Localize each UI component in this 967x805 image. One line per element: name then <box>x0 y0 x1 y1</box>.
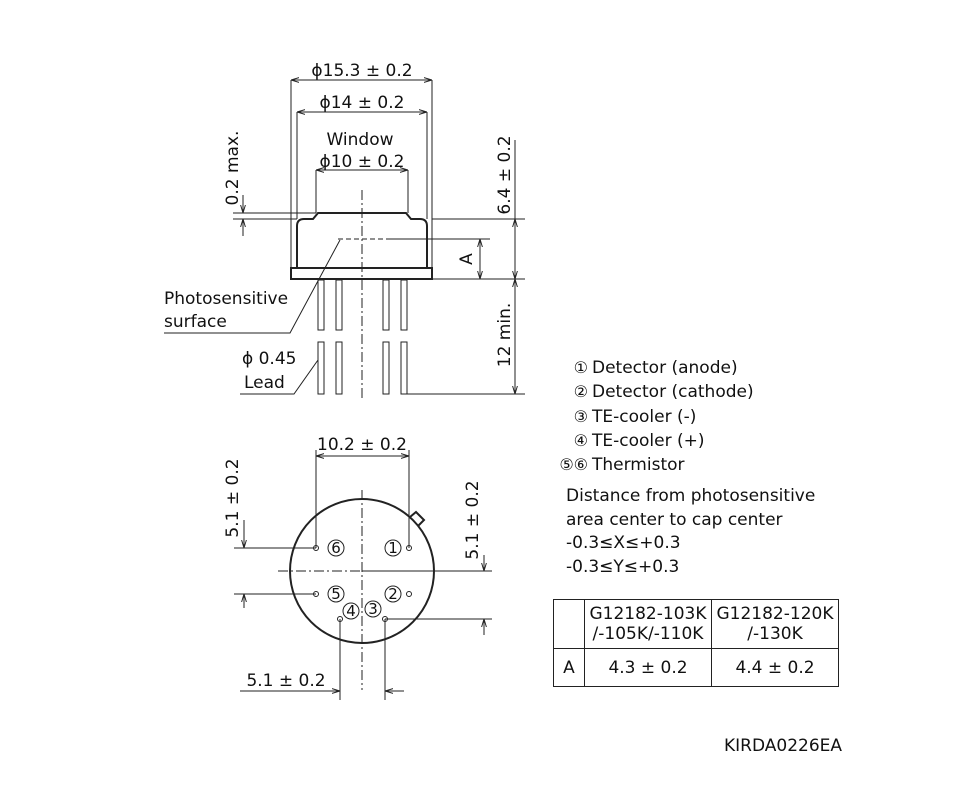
dim-left-vertical-text: 5.1 ± 0.2 <box>223 458 243 537</box>
lead-leader <box>240 359 319 395</box>
lead <box>317 279 325 331</box>
legend-number: ③ <box>573 406 588 426</box>
row-label-cell: A <box>553 648 585 687</box>
legend-number: ④ <box>573 430 588 450</box>
dim-a-text: A <box>457 253 477 265</box>
dim-height-text: 6.4 ± 0.2 <box>495 135 515 214</box>
dim-bottom-text: 5.1 ± 0.2 <box>246 671 325 691</box>
legend-number: ① <box>573 358 588 377</box>
pin-number: 4 <box>346 602 356 620</box>
side-view: ϕ15.3 ± 0.2 ϕ14 ± 0.2 Window ϕ10 ± 0.2 0… <box>164 61 525 400</box>
legend-label: Thermistor <box>592 455 685 476</box>
pin-number: 3 <box>368 600 378 618</box>
note-line: -0.3≤Y≤+0.3 <box>566 556 680 577</box>
index-tab <box>409 510 426 527</box>
photosensitive-label-2: surface <box>164 312 227 332</box>
dim-lead-length-text: 12 min. <box>495 303 515 368</box>
legend-number: ② <box>573 382 588 402</box>
note-line: Distance from photosensitive <box>566 486 816 506</box>
dim-window-text: ϕ10 ± 0.2 <box>320 152 405 172</box>
note-line: -0.3≤X≤+0.3 <box>566 533 681 553</box>
cap-outline <box>296 212 428 268</box>
legend-label: Detector (anode) <box>592 358 738 378</box>
table-header-cell: G12182-120K/-130K <box>711 599 839 649</box>
dim-window-height-text: 0.2 max. <box>223 131 243 206</box>
header-line: G12182-103K <box>589 604 707 624</box>
table-row: A 4.3 ± 0.2 4.4 ± 0.2 <box>553 648 839 687</box>
lead <box>382 341 390 395</box>
lead <box>382 279 390 331</box>
tolerance-note: Distance from photosensitive area center… <box>566 485 815 579</box>
base-flange <box>290 267 433 280</box>
pin-numbers: 1 2 3 4 5 6 <box>327 539 402 620</box>
dimension-a-table: G12182-103K/-105K/-110K G12182-120K/-130… <box>553 599 839 687</box>
photosensitive-label: Photosensitive <box>164 289 288 309</box>
lead <box>335 341 343 395</box>
photosensitive-leader <box>164 239 341 334</box>
legend-label: TE-cooler (-) <box>592 406 697 427</box>
table-header-cell: G12182-103K/-105K/-110K <box>584 599 712 649</box>
pin-number: 2 <box>388 585 398 603</box>
dim-cap-text: ϕ14 ± 0.2 <box>320 93 405 113</box>
lead <box>400 341 408 395</box>
lead <box>400 279 408 331</box>
pin-number: 1 <box>388 539 398 557</box>
dim-width-text: 10.2 ± 0.2 <box>317 435 407 455</box>
header-line: G12182-120K <box>716 604 834 624</box>
table-corner-cell <box>553 599 585 649</box>
pin-number: 6 <box>331 539 341 557</box>
lead-label: Lead <box>244 373 285 393</box>
leads <box>317 279 408 395</box>
legend-label: Detector (cathode) <box>592 382 754 403</box>
table-cell: 4.3 ± 0.2 <box>584 648 712 687</box>
window-label: Window <box>326 130 393 150</box>
bottom-view: 1 2 3 4 5 6 10.2 ± 0.2 5.1 ± 0.2 5.1 ± 0… <box>223 435 492 700</box>
header-line: /-105K/-110K <box>592 624 704 644</box>
legend-number: ⑤⑥ <box>559 455 588 475</box>
pin-hole <box>406 591 412 597</box>
table-cell: 4.4 ± 0.2 <box>711 648 839 687</box>
note-line: area center to cap center <box>566 509 783 530</box>
header-line: /-130K <box>747 624 803 644</box>
table-header-row: G12182-103K/-105K/-110K G12182-120K/-130… <box>553 599 839 649</box>
lead-dia-text: ϕ 0.45 <box>242 349 296 369</box>
legend-label: TE-cooler (+) <box>592 430 705 451</box>
dim-outer-text: ϕ15.3 ± 0.2 <box>311 61 412 81</box>
dim-right-vertical-text: 5.1 ± 0.2 <box>463 480 483 559</box>
lead <box>335 279 343 331</box>
lead <box>317 341 325 395</box>
pin-number: 5 <box>331 585 341 603</box>
drawing-code: KIRDA0226EA <box>724 736 843 756</box>
